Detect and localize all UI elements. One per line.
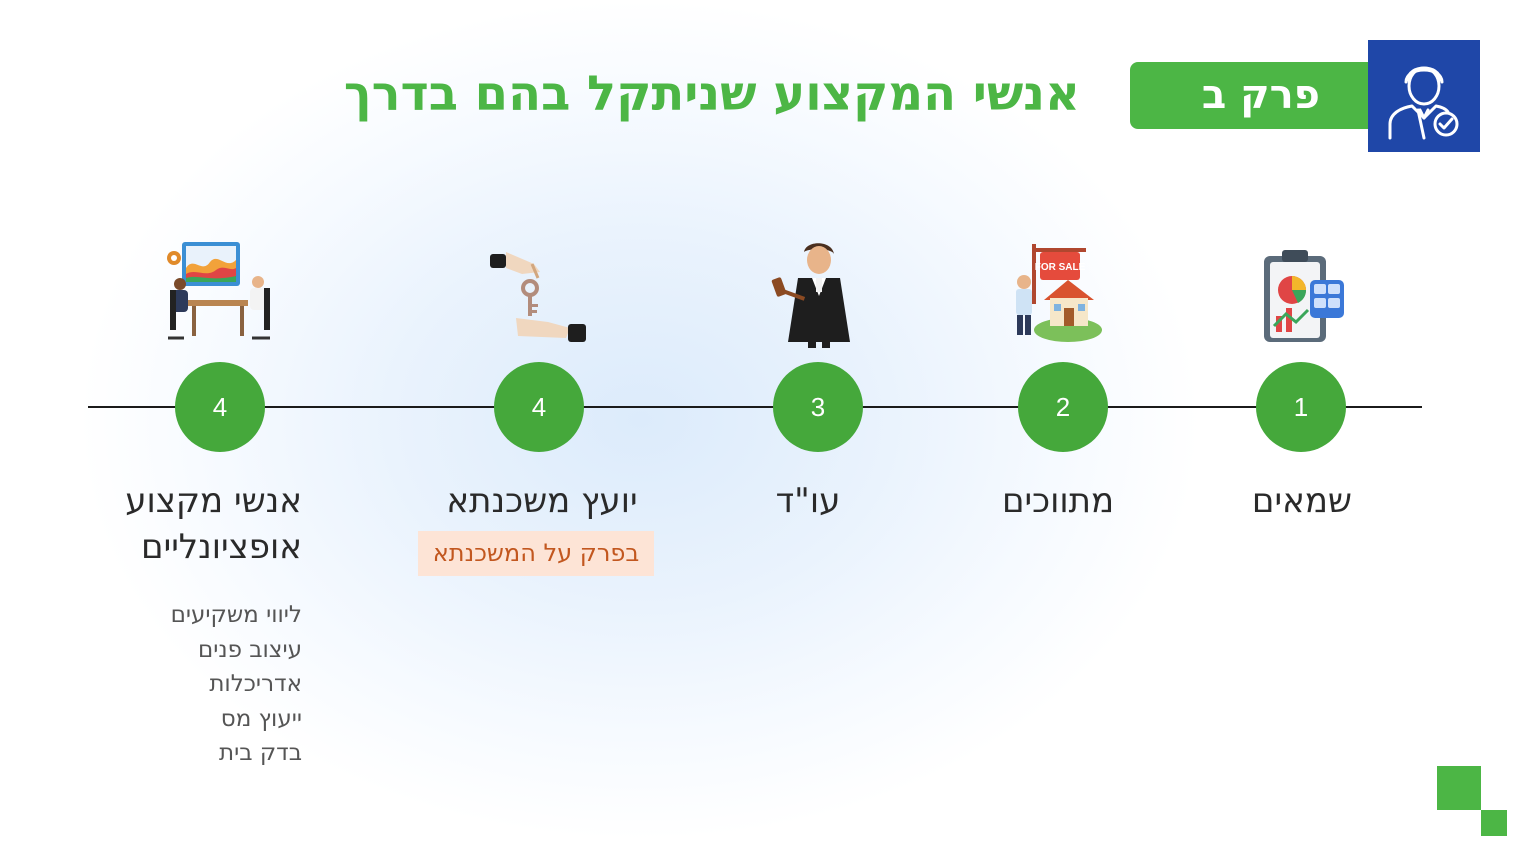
lawyer-gavel-icon: [758, 238, 878, 350]
list-item: בדק בית: [218, 740, 302, 766]
chapter-badge: פרק ב: [1130, 62, 1380, 129]
house-for-sale-icon: FOR SALE: [1002, 238, 1122, 350]
optional-professionals-list: ליווי משקיעים עיצוב פנים אדריכלות ייעוץ …: [110, 598, 302, 771]
corner-square-decoration-small: [1481, 810, 1507, 836]
step-number-4-mortgage: 4: [494, 362, 584, 452]
list-item: עיצוב פנים: [197, 636, 302, 663]
step-number-2: 2: [1018, 362, 1108, 452]
step-label-brokers: מתווכים: [1001, 481, 1115, 521]
for-sale-text: FOR SALE: [1035, 262, 1086, 273]
step-number-3: 3: [773, 362, 863, 452]
chapter-icon-box: [1368, 40, 1480, 152]
step-number-1: 1: [1256, 362, 1346, 452]
appraisal-clipboard-icon: [1242, 238, 1362, 350]
step-label-lawyer: עו"ד: [775, 481, 841, 521]
list-item: ליווי משקיעים: [170, 602, 302, 628]
meeting-presentation-icon: [160, 238, 280, 350]
professional-verified-icon: [1388, 66, 1459, 140]
step-label-mortgage-advisor: יועץ משכנתא: [446, 481, 638, 521]
key-handover-icon: [478, 238, 598, 350]
step-number-4-optional: 4: [175, 362, 265, 452]
page-title: אנשי המקצוע שניתקל בהם בדרך: [343, 66, 1080, 122]
corner-square-decoration: [1437, 766, 1481, 810]
timeline-line: [88, 406, 1422, 408]
mortgage-chapter-note: בפרק על המשכנתא: [418, 531, 654, 576]
list-item: אדריכלות: [209, 671, 302, 697]
step-label-appraisers: שמאים: [1251, 481, 1352, 521]
chapter-label: פרק ב: [1201, 72, 1320, 118]
step-label-optional-professionals: אנשי מקצוע אופציונליים: [125, 481, 302, 567]
list-item: ייעוץ מס: [220, 705, 302, 732]
